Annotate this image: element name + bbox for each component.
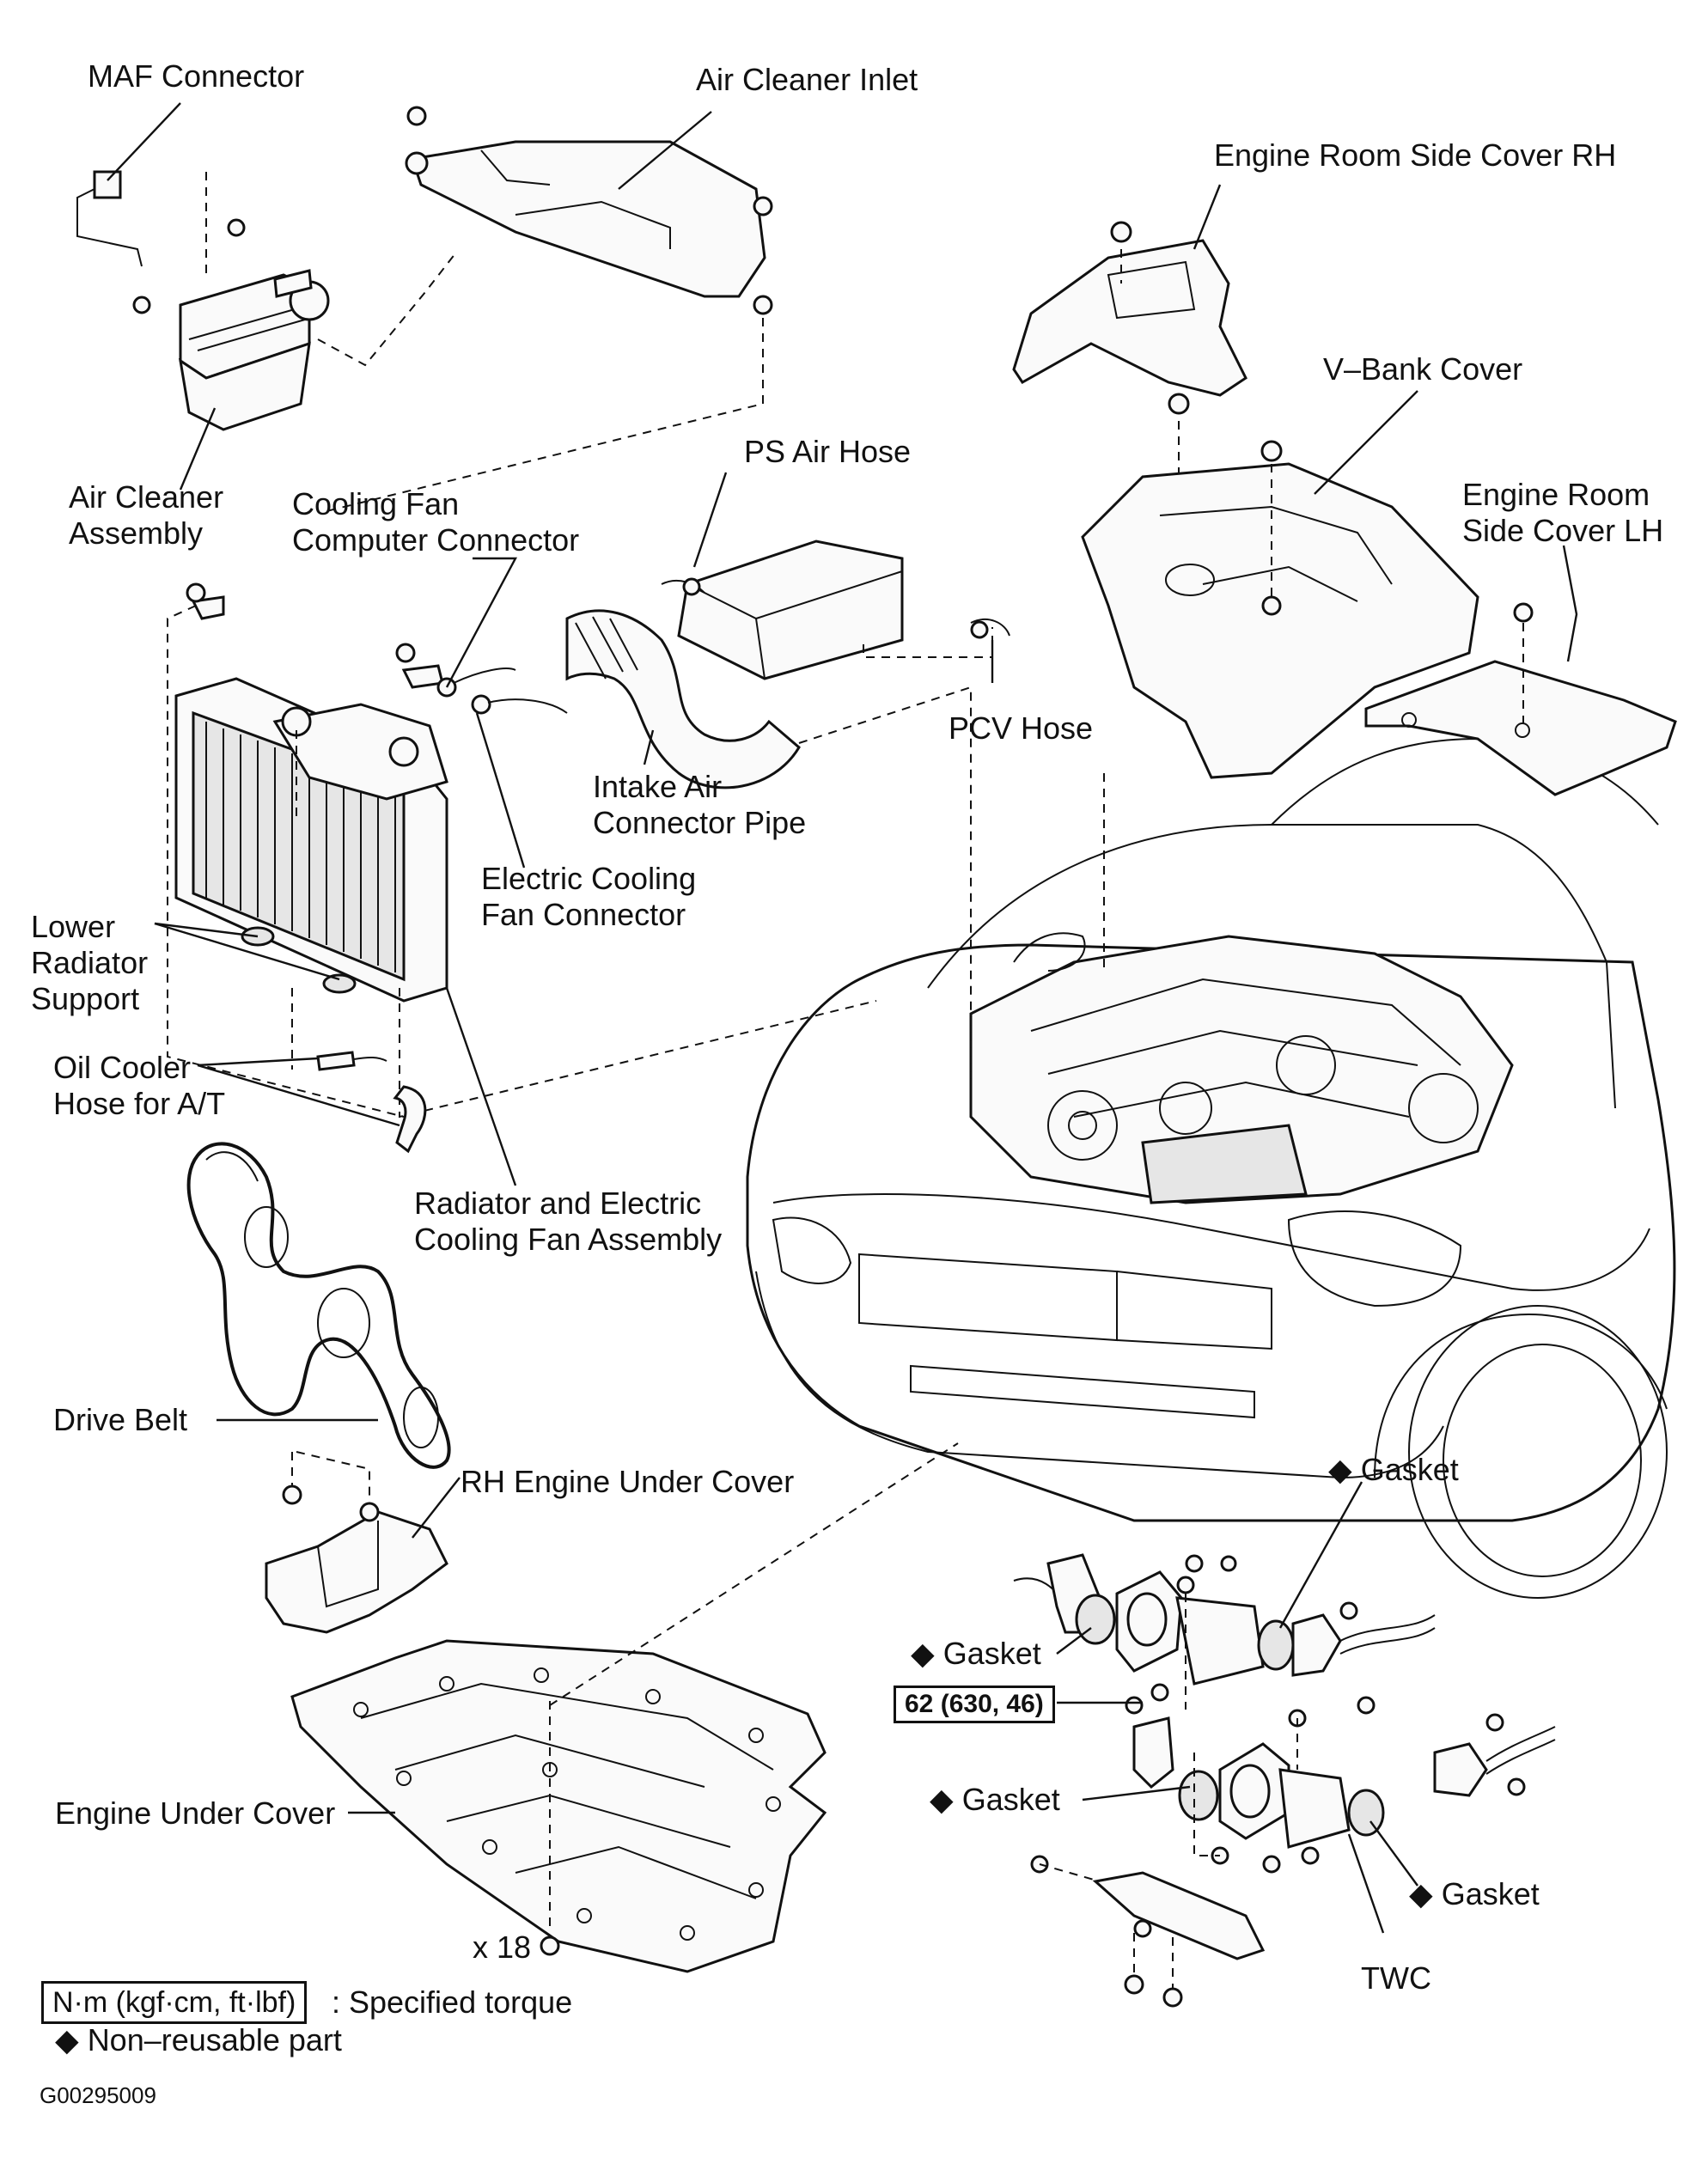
label-engine-under-cover: Engine Under Cover bbox=[55, 1795, 336, 1831]
legend-torque-unit: N·m (kgf·cm, ft·lbf) bbox=[41, 1981, 308, 2024]
air-cleaner-inlet-illustration bbox=[405, 106, 773, 315]
engine-room-side-cover-lh-illustration bbox=[1364, 602, 1677, 796]
label-lower-radiator-support-line1: Lower bbox=[31, 909, 116, 944]
label-lower-radiator-support-line2: Radiator bbox=[31, 945, 149, 980]
label-oil-cooler-hose-line2: Hose for A/T bbox=[53, 1086, 226, 1121]
label-lower-radiator-support-line3: Support bbox=[31, 981, 140, 1016]
label-gasket-left-upper: ◆ Gasket bbox=[911, 1636, 1041, 1671]
label-electric-cooling-fan-connector-line2: Fan Connector bbox=[481, 897, 686, 932]
label-engine-room-side-cover-lh-line1: Engine Room bbox=[1462, 477, 1650, 512]
label-cooling-fan-computer-connector-line1: Cooling Fan bbox=[292, 486, 460, 521]
label-engine-room-side-cover-rh: Engine Room Side Cover RH bbox=[1214, 137, 1617, 173]
label-intake-air-connector-pipe-line1: Intake Air bbox=[593, 769, 723, 804]
label-twc: TWC bbox=[1361, 1960, 1431, 1996]
label-gasket-left-lower: ◆ Gasket bbox=[930, 1782, 1060, 1817]
engine-under-cover-illustration bbox=[290, 1639, 827, 1973]
air-cleaner-assembly-illustration bbox=[76, 170, 330, 431]
vehicle-front-illustration bbox=[746, 737, 1676, 1599]
legend-torque-text: : Specified torque bbox=[332, 1984, 573, 2020]
label-radiator-fan-assembly-line2: Cooling Fan Assembly bbox=[414, 1222, 723, 1257]
label-gasket-upper-right: ◆ Gasket bbox=[1328, 1452, 1459, 1487]
label-cooling-fan-computer-connector-line2: Computer Connector bbox=[292, 522, 580, 558]
rh-engine-under-cover-illustration bbox=[265, 1484, 448, 1634]
label-gasket-right-lower: ◆ Gasket bbox=[1409, 1876, 1540, 1911]
label-engine-room-side-cover-lh-line2: Side Cover LH bbox=[1462, 513, 1664, 548]
torque-spec-box: 62 (630, 46) bbox=[894, 1686, 1055, 1723]
label-drive-belt: Drive Belt bbox=[53, 1402, 188, 1437]
label-radiator-fan-assembly-line1: Radiator and Electric bbox=[414, 1186, 702, 1221]
label-v-bank-cover: V–Bank Cover bbox=[1323, 351, 1523, 387]
intake-air-connector-pipe-illustration bbox=[565, 540, 1010, 789]
label-maf-connector: MAF Connector bbox=[88, 58, 305, 94]
label-rh-engine-under-cover: RH Engine Under Cover bbox=[461, 1464, 795, 1499]
twc-exhaust-illustration bbox=[1013, 1553, 1556, 2008]
label-air-cleaner-assembly-line2: Assembly bbox=[69, 515, 204, 551]
drive-belt-illustration bbox=[186, 1142, 451, 1469]
label-ps-air-hose: PS Air Hose bbox=[744, 434, 912, 469]
label-electric-cooling-fan-connector-line1: Electric Cooling bbox=[481, 861, 697, 896]
figure-id: G00295009 bbox=[40, 2082, 156, 2108]
label-intake-air-connector-pipe-line2: Connector Pipe bbox=[593, 805, 807, 840]
label-air-cleaner-inlet: Air Cleaner Inlet bbox=[696, 62, 918, 97]
oil-cooler-hose-illustration bbox=[316, 1051, 427, 1154]
v-bank-cover-illustration bbox=[1081, 440, 1479, 779]
label-bolt-count: x 18 bbox=[473, 1929, 532, 1965]
legend-non-reusable: ◆ Non–reusable part bbox=[55, 2022, 342, 2057]
label-pcv-hose: PCV Hose bbox=[949, 710, 1094, 746]
label-air-cleaner-assembly-line1: Air Cleaner bbox=[69, 479, 224, 515]
leader-lines bbox=[107, 102, 1578, 1934]
engine-room-side-cover-rh-illustration bbox=[1012, 221, 1247, 415]
radiator-fan-assembly-illustration bbox=[174, 582, 568, 1003]
label-oil-cooler-hose-line1: Oil Cooler bbox=[53, 1050, 192, 1085]
